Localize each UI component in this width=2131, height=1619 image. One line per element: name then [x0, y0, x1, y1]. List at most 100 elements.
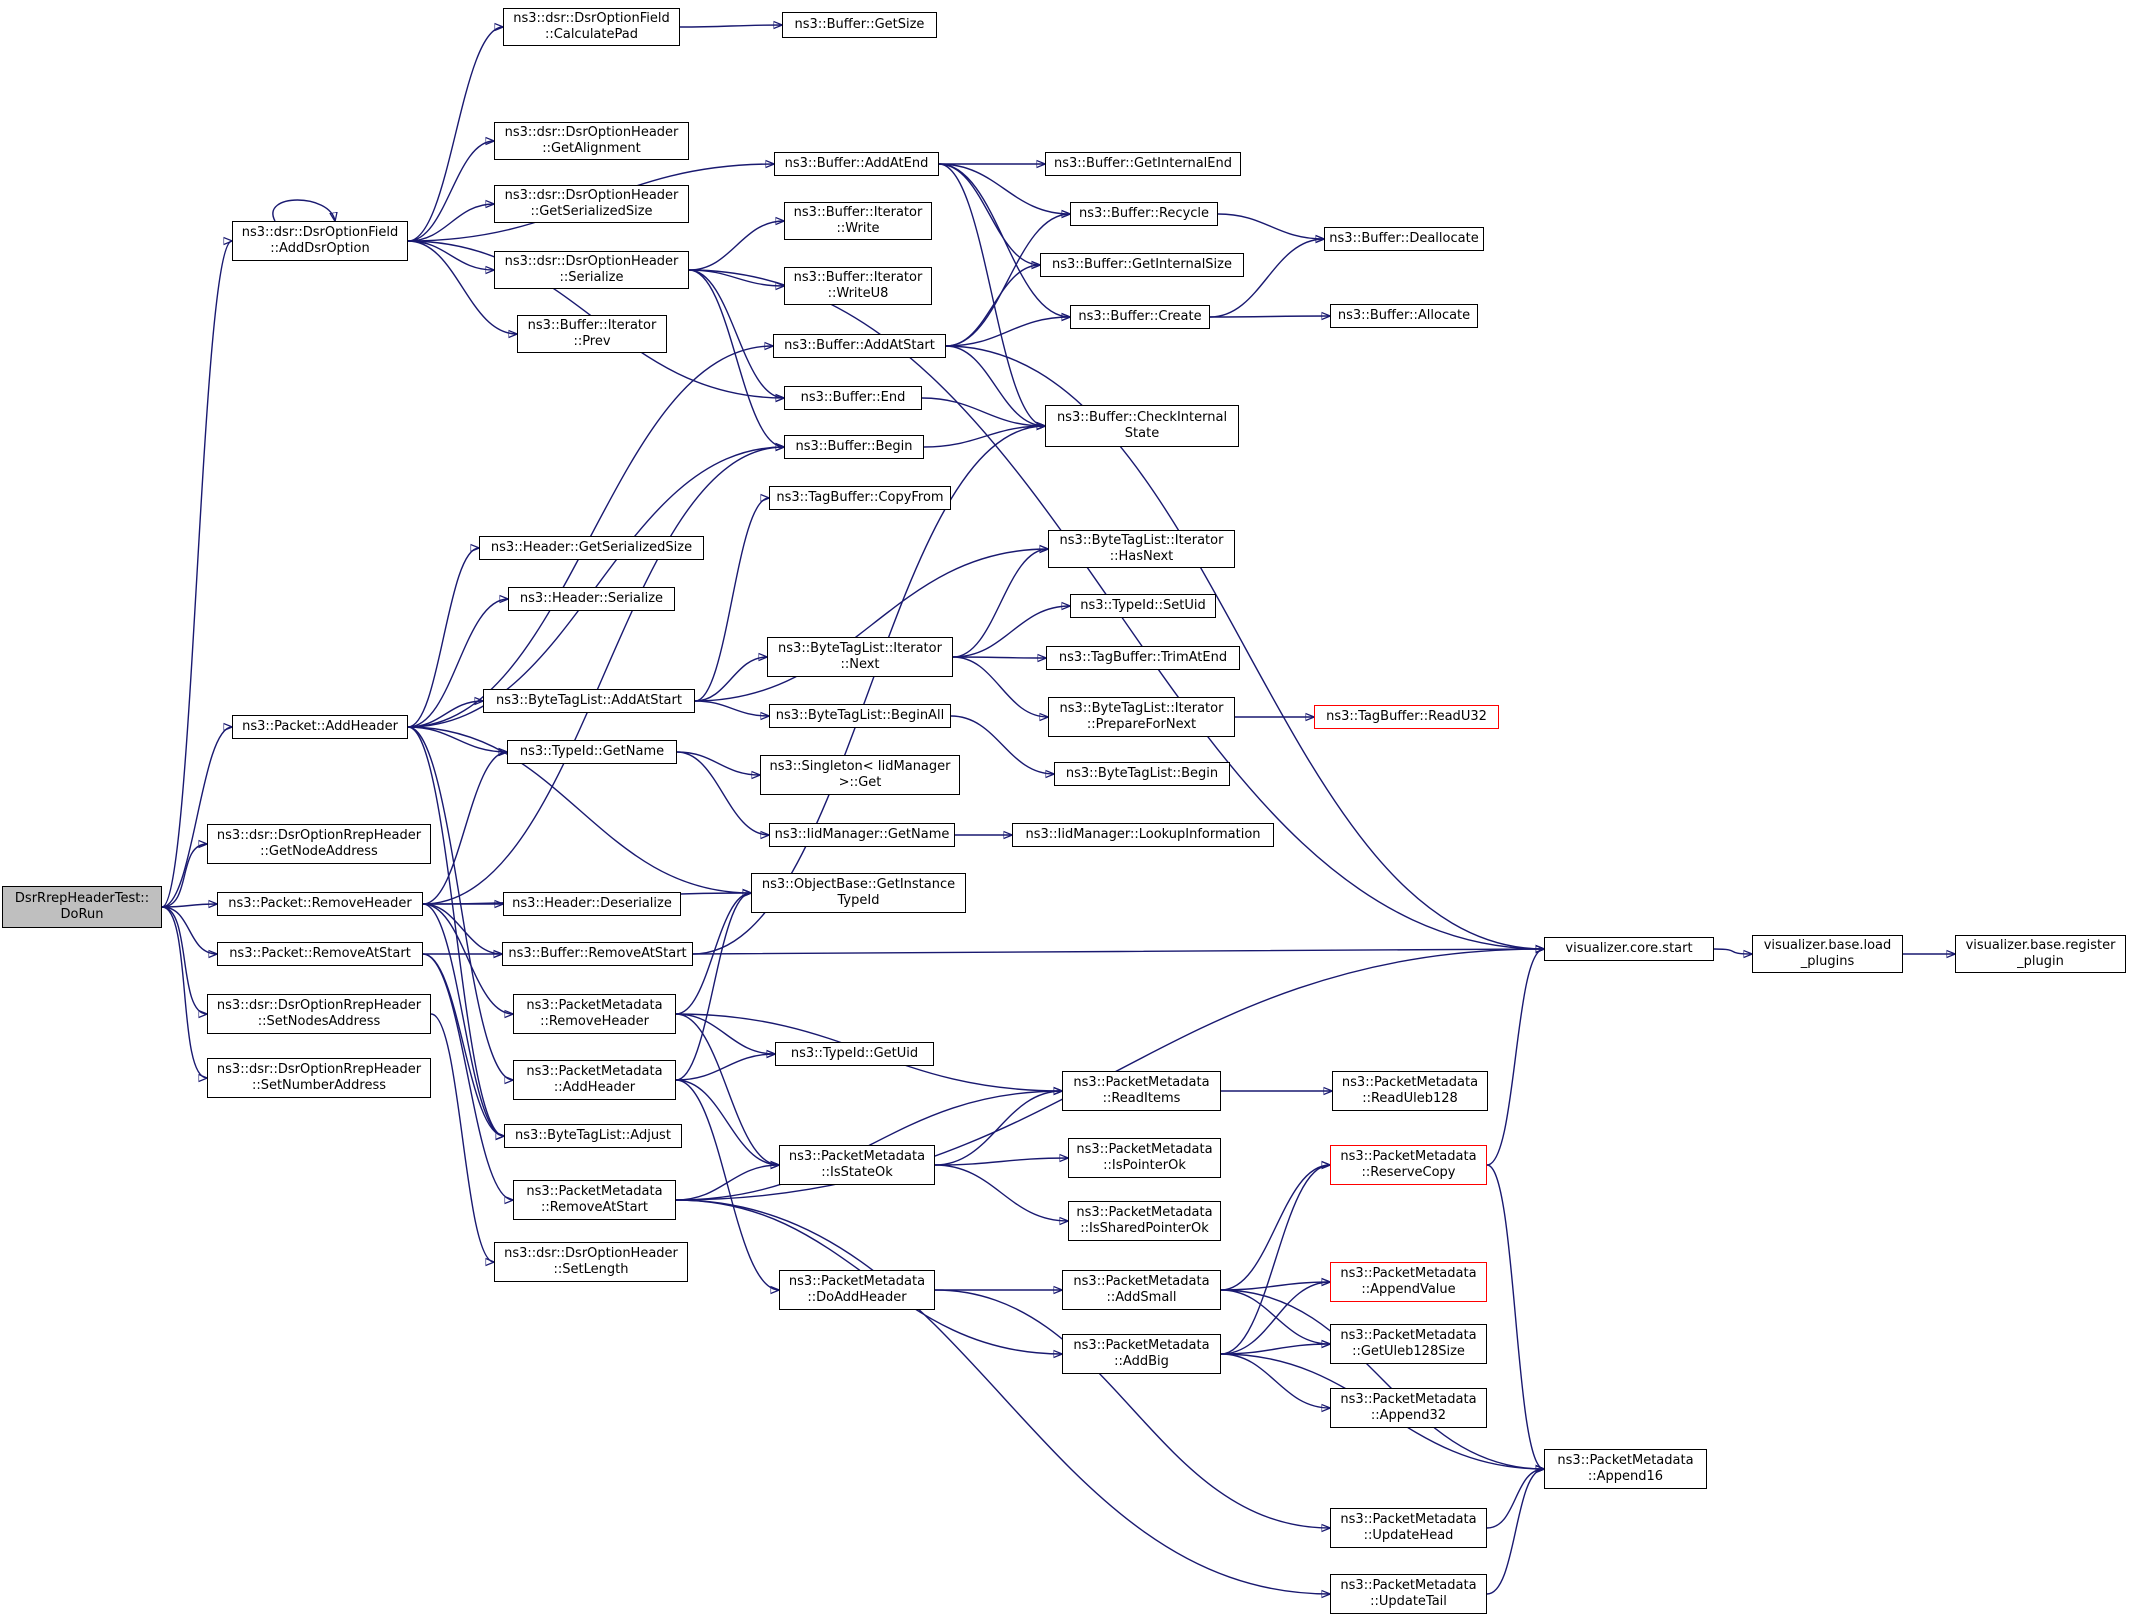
graph-node-setnumaddr[interactable]: ns3::dsr::DsrOptionRrepHeader::SetNumber…	[207, 1058, 431, 1098]
edge-addbig-to-getuleb	[1220, 1344, 1330, 1355]
node-label-line: ::GetUleb128Size	[1352, 1344, 1465, 1359]
graph-node-typegetname[interactable]: ns3::TypeId::GetName	[507, 740, 677, 764]
graph-node-bufend[interactable]: ns3::Buffer::End	[784, 386, 922, 410]
graph-node-pmaddhdr[interactable]: ns3::PacketMetadata::AddHeader	[513, 1060, 676, 1100]
graph-node-getnodeaddr[interactable]: ns3::dsr::DsrOptionRrepHeader::GetNodeAd…	[207, 824, 431, 864]
graph-node-adddsr[interactable]: ns3::dsr::DsrOptionField::AddDsrOption	[232, 221, 408, 261]
graph-node-getintsize[interactable]: ns3::Buffer::GetInternalSize	[1040, 253, 1244, 277]
edge-updatehead-to-append16	[1486, 1469, 1544, 1529]
graph-node-addatstart[interactable]: ns3::Buffer::AddAtStart	[773, 334, 946, 358]
graph-node-updatetail[interactable]: ns3::PacketMetadata::UpdateTail	[1330, 1574, 1487, 1614]
edge-adddsr-to-optser	[407, 240, 494, 270]
node-label-line: ns3::Buffer::Iterator	[793, 270, 923, 285]
node-label-line: ns3::Packet::RemoveHeader	[228, 896, 412, 911]
graph-node-prepnext[interactable]: ns3::ByteTagList::Iterator::PrepareForNe…	[1048, 697, 1235, 737]
graph-node-vizreg[interactable]: visualizer.base.register_plugin	[1955, 935, 2126, 973]
graph-node-ispointerok[interactable]: ns3::PacketMetadata::IsPointerOk	[1068, 1138, 1221, 1178]
graph-node-singleton[interactable]: ns3::Singleton< IidManager >::Get	[760, 755, 960, 795]
edge-addbig-to-appendvalue	[1220, 1282, 1330, 1355]
node-label-line: ::GetAlignment	[542, 141, 641, 156]
graph-node-bufgetsize[interactable]: ns3::Buffer::GetSize	[782, 12, 937, 38]
graph-node-append16[interactable]: ns3::PacketMetadata::Append16	[1544, 1449, 1707, 1489]
node-label-line: ns3::Header::Serialize	[519, 591, 664, 606]
node-label-line: State	[1124, 426, 1160, 441]
graph-node-hdrgetser[interactable]: ns3::Header::GetSerializedSize	[479, 536, 704, 560]
edge-bufremstart-to-vizstart	[692, 949, 1544, 955]
graph-node-getuleb[interactable]: ns3::PacketMetadata::GetUleb128Size	[1330, 1324, 1487, 1364]
graph-node-issharedok[interactable]: ns3::PacketMetadata::IsSharedPointerOk	[1068, 1201, 1221, 1241]
node-label-line: ::RemoveAtStart	[540, 1200, 649, 1215]
graph-node-pktaddhdr[interactable]: ns3::Packet::AddHeader	[232, 715, 408, 739]
graph-node-btlbeginall[interactable]: ns3::ByteTagList::BeginAll	[769, 704, 951, 728]
graph-node-readu32[interactable]: ns3::TagBuffer::ReadU32	[1314, 705, 1499, 729]
edge-addatstart-to-getintsize	[945, 265, 1040, 347]
graph-node-typegetuid[interactable]: ns3::TypeId::GetUid	[775, 1042, 934, 1066]
edge-bufremstart-to-checkint	[692, 426, 1045, 955]
graph-node-setnodes[interactable]: ns3::dsr::DsrOptionRrepHeader::SetNodesA…	[207, 994, 431, 1034]
graph-node-itwrite[interactable]: ns3::Buffer::Iterator::Write	[784, 202, 932, 240]
graph-node-calcpad[interactable]: ns3::dsr::DsrOptionField::CalculatePad	[503, 8, 680, 46]
node-label-line: ::IsSharedPointerOk	[1080, 1221, 1209, 1236]
graph-node-alloc[interactable]: ns3::Buffer::Allocate	[1330, 304, 1478, 328]
edge-addatstart-to-recycle	[945, 214, 1070, 347]
graph-node-btlbegin[interactable]: ns3::ByteTagList::Begin	[1054, 762, 1230, 786]
graph-node-iidgetname[interactable]: ns3::IidManager::GetName	[769, 823, 955, 847]
graph-node-recycle[interactable]: ns3::Buffer::Recycle	[1070, 202, 1218, 226]
node-label-line: ::ReadUleb128	[1362, 1091, 1458, 1106]
graph-node-hdrser[interactable]: ns3::Header::Serialize	[508, 587, 675, 611]
node-label-line: ns3::PacketMetadata	[788, 1149, 926, 1164]
node-label-line: ::Write	[836, 221, 880, 236]
node-label-line: ::DoAddHeader	[807, 1290, 907, 1305]
node-label-line: ns3::PacketMetadata	[1557, 1453, 1694, 1468]
graph-node-pktremstart[interactable]: ns3::Packet::RemoveAtStart	[217, 942, 423, 966]
edge-adddsr-to-optgetser	[407, 204, 494, 242]
graph-node-readitems[interactable]: ns3::PacketMetadata::ReadItems	[1062, 1071, 1221, 1111]
graph-node-updatehead[interactable]: ns3::PacketMetadata::UpdateHead	[1330, 1508, 1487, 1548]
graph-node-btlitnext[interactable]: ns3::ByteTagList::Iterator::Next	[767, 637, 953, 677]
node-label-line: ns3::Buffer::Iterator	[793, 205, 923, 220]
graph-node-getalign[interactable]: ns3::dsr::DsrOptionHeader::GetAlignment	[494, 122, 689, 160]
graph-node-tagcopy[interactable]: ns3::TagBuffer::CopyFrom	[769, 486, 951, 510]
graph-node-create[interactable]: ns3::Buffer::Create	[1070, 305, 1210, 329]
graph-node-addsmall[interactable]: ns3::PacketMetadata::AddSmall	[1062, 1270, 1221, 1310]
graph-node-pmremhdr[interactable]: ns3::PacketMetadata::RemoveHeader	[513, 994, 676, 1034]
graph-node-setuid[interactable]: ns3::TypeId::SetUid	[1070, 594, 1216, 618]
graph-node-vizload[interactable]: visualizer.base.load_plugins	[1752, 935, 1903, 973]
graph-node-btladjust[interactable]: ns3::ByteTagList::Adjust	[504, 1124, 682, 1148]
graph-node-itwriteu8[interactable]: ns3::Buffer::Iterator::WriteU8	[784, 267, 932, 305]
graph-node-dealloc[interactable]: ns3::Buffer::Deallocate	[1324, 227, 1484, 251]
graph-node-optser[interactable]: ns3::dsr::DsrOptionHeader::Serialize	[494, 251, 689, 289]
graph-node-trimatend[interactable]: ns3::TagBuffer::TrimAtEnd	[1046, 646, 1240, 670]
graph-node-bufremstart[interactable]: ns3::Buffer::RemoveAtStart	[502, 942, 693, 966]
graph-node-append32[interactable]: ns3::PacketMetadata::Append32	[1330, 1388, 1487, 1428]
graph-node-bufbegin[interactable]: ns3::Buffer::Begin	[784, 435, 924, 459]
graph-node-iidlookup[interactable]: ns3::IidManager::LookupInformation	[1012, 823, 1274, 847]
node-label-line: ::Serialize	[559, 270, 624, 285]
node-label-line: ::ReadItems	[1102, 1091, 1181, 1106]
graph-node-setlength[interactable]: ns3::dsr::DsrOptionHeader::SetLength	[494, 1242, 688, 1282]
graph-node-btladdstart[interactable]: ns3::ByteTagList::AddAtStart	[483, 689, 695, 713]
graph-node-pmremstart[interactable]: ns3::PacketMetadata::RemoveAtStart	[513, 1180, 676, 1220]
edge-pmaddhdr-to-getinsttid	[675, 893, 751, 1081]
node-label-line: ns3::ByteTagList::Iterator	[778, 641, 942, 656]
graph-node-hdrdeser[interactable]: ns3::Header::Deserialize	[503, 892, 681, 916]
graph-node-addbig[interactable]: ns3::PacketMetadata::AddBig	[1062, 1334, 1221, 1374]
graph-node-itprev[interactable]: ns3::Buffer::Iterator::Prev	[517, 315, 667, 353]
graph-node-vizstart[interactable]: visualizer.core.start	[1544, 937, 1714, 961]
graph-node-addatend[interactable]: ns3::Buffer::AddAtEnd	[774, 152, 939, 176]
edge-btladdstart-to-tagcopy	[694, 498, 769, 702]
node-label-line: ns3::TypeId::GetName	[519, 744, 665, 759]
graph-node-pktremhdr[interactable]: ns3::Packet::RemoveHeader	[217, 892, 423, 916]
edge-pmremhdr-to-getinsttid	[675, 893, 751, 1015]
graph-node-doaddhdr[interactable]: ns3::PacketMetadata::DoAddHeader	[779, 1270, 935, 1310]
graph-node-getintend[interactable]: ns3::Buffer::GetInternalEnd	[1045, 152, 1241, 176]
graph-node-optgetser[interactable]: ns3::dsr::DsrOptionHeader::GetSerialized…	[494, 185, 689, 223]
graph-node-hasnext[interactable]: ns3::ByteTagList::Iterator::HasNext	[1048, 530, 1235, 568]
graph-node-readuleb[interactable]: ns3::PacketMetadata::ReadUleb128	[1332, 1071, 1488, 1111]
graph-node-reservecopy[interactable]: ns3::PacketMetadata::ReserveCopy	[1330, 1145, 1487, 1185]
graph-node-appendvalue[interactable]: ns3::PacketMetadata::AppendValue	[1330, 1262, 1487, 1302]
edge-pktremstart-to-btladjust	[422, 953, 504, 1136]
graph-node-isstateok[interactable]: ns3::PacketMetadata::IsStateOk	[779, 1145, 935, 1185]
